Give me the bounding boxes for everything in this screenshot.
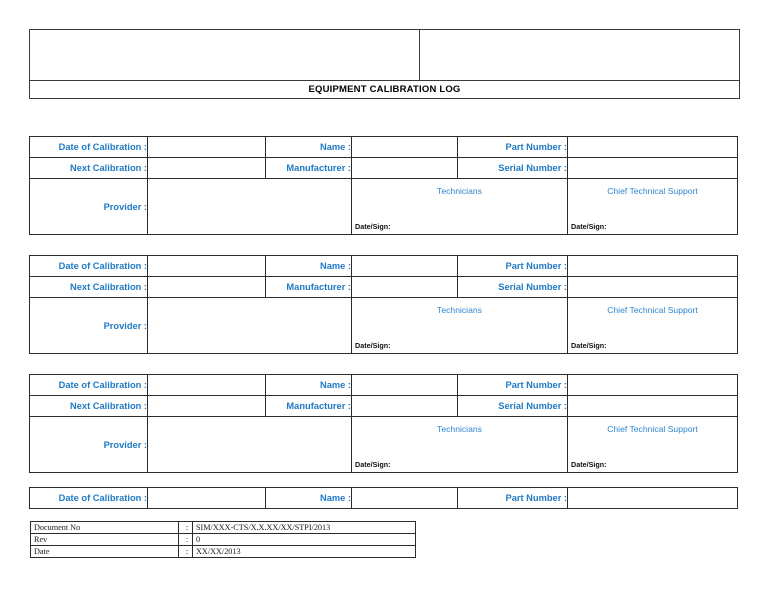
chief-date-sign-label: Date/Sign: <box>571 459 607 469</box>
doc-info-row-document-no: Document No : SIM/XXX-CTS/X.X.XX/XX/STPI… <box>30 521 416 534</box>
calibration-block-2: Date of Calibration : Name : Part Number… <box>29 255 738 354</box>
field-serial-number[interactable] <box>567 157 738 179</box>
field-part-number[interactable] <box>567 487 738 509</box>
doc-info-label-rev: Rev <box>30 533 179 546</box>
label-part-number: Part Number : <box>457 374 568 396</box>
label-serial-number: Serial Number : <box>457 276 568 298</box>
calibration-block-1: Date of Calibration : Name : Part Number… <box>29 136 738 235</box>
signature-block-technicians[interactable]: Technicians Date/Sign: <box>351 178 568 235</box>
label-part-number: Part Number : <box>457 136 568 158</box>
calibration-block-4-partial: Date of Calibration : Name : Part Number… <box>29 487 738 509</box>
technicians-heading: Technicians <box>437 185 482 196</box>
field-provider[interactable] <box>147 416 352 473</box>
doc-info-value-document-no: SIM/XXX-CTS/X.X.XX/XX/STPI/2013 <box>192 521 416 534</box>
field-manufacturer[interactable] <box>351 276 458 298</box>
field-part-number[interactable] <box>567 255 738 277</box>
label-provider: Provider : <box>29 178 148 235</box>
doc-info-label-date: Date <box>30 545 179 558</box>
doc-info-value-rev: 0 <box>192 533 416 546</box>
label-provider: Provider : <box>29 416 148 473</box>
field-name[interactable] <box>351 487 458 509</box>
label-name: Name : <box>265 374 352 396</box>
doc-info-colon: : <box>178 545 193 558</box>
chief-technical-support-heading: Chief Technical Support <box>607 423 698 434</box>
signature-block-technicians[interactable]: Technicians Date/Sign: <box>351 297 568 354</box>
label-serial-number: Serial Number : <box>457 395 568 417</box>
doc-info-row-date: Date : XX/XX/2013 <box>30 545 416 558</box>
doc-info-value-date: XX/XX/2013 <box>192 545 416 558</box>
header-logo-row <box>29 29 740 81</box>
doc-info-row-rev: Rev : 0 <box>30 533 416 546</box>
technicians-heading: Technicians <box>437 423 482 434</box>
document-info-table: Document No : SIM/XXX-CTS/X.X.XX/XX/STPI… <box>30 521 416 558</box>
field-next-calibration[interactable] <box>147 276 266 298</box>
header-logo-left-cell <box>29 29 420 81</box>
label-manufacturer: Manufacturer : <box>265 395 352 417</box>
label-next-calibration: Next Calibration : <box>29 395 148 417</box>
table-row: Date of Calibration : Name : Part Number… <box>29 136 738 158</box>
table-row: Date of Calibration : Name : Part Number… <box>29 487 738 509</box>
field-next-calibration[interactable] <box>147 395 266 417</box>
label-name: Name : <box>265 255 352 277</box>
table-row: Date of Calibration : Name : Part Number… <box>29 255 738 277</box>
signature-block-chief-technical-support[interactable]: Chief Technical Support Date/Sign: <box>567 416 738 473</box>
field-manufacturer[interactable] <box>351 157 458 179</box>
header-logo-right-cell <box>419 29 740 81</box>
calibration-block-3: Date of Calibration : Name : Part Number… <box>29 374 738 473</box>
table-row: Next Calibration : Manufacturer : Serial… <box>29 395 738 417</box>
technicians-date-sign-label: Date/Sign: <box>355 340 391 350</box>
doc-info-colon: : <box>178 521 193 534</box>
field-name[interactable] <box>351 374 458 396</box>
label-manufacturer: Manufacturer : <box>265 276 352 298</box>
chief-date-sign-label: Date/Sign: <box>571 221 607 231</box>
label-name: Name : <box>265 487 352 509</box>
field-date-of-calibration[interactable] <box>147 374 266 396</box>
label-serial-number: Serial Number : <box>457 157 568 179</box>
signature-block-chief-technical-support[interactable]: Chief Technical Support Date/Sign: <box>567 297 738 354</box>
label-date-of-calibration: Date of Calibration : <box>29 136 148 158</box>
field-date-of-calibration[interactable] <box>147 255 266 277</box>
field-serial-number[interactable] <box>567 276 738 298</box>
field-provider[interactable] <box>147 178 352 235</box>
field-date-of-calibration[interactable] <box>147 487 266 509</box>
table-row: Date of Calibration : Name : Part Number… <box>29 374 738 396</box>
label-next-calibration: Next Calibration : <box>29 276 148 298</box>
page-title: EQUIPMENT CALIBRATION LOG <box>29 80 740 99</box>
field-part-number[interactable] <box>567 374 738 396</box>
field-date-of-calibration[interactable] <box>147 136 266 158</box>
label-provider: Provider : <box>29 297 148 354</box>
chief-date-sign-label: Date/Sign: <box>571 340 607 350</box>
field-provider[interactable] <box>147 297 352 354</box>
chief-technical-support-heading: Chief Technical Support <box>607 185 698 196</box>
field-next-calibration[interactable] <box>147 157 266 179</box>
signature-block-technicians[interactable]: Technicians Date/Sign: <box>351 416 568 473</box>
label-part-number: Part Number : <box>457 255 568 277</box>
label-date-of-calibration: Date of Calibration : <box>29 255 148 277</box>
field-manufacturer[interactable] <box>351 395 458 417</box>
label-manufacturer: Manufacturer : <box>265 157 352 179</box>
label-date-of-calibration: Date of Calibration : <box>29 374 148 396</box>
table-row: Next Calibration : Manufacturer : Serial… <box>29 276 738 298</box>
label-name: Name : <box>265 136 352 158</box>
label-part-number: Part Number : <box>457 487 568 509</box>
table-row-provider: Provider : Technicians Date/Sign: Chief … <box>29 297 738 354</box>
document-header-table: EQUIPMENT CALIBRATION LOG <box>29 29 740 99</box>
label-date-of-calibration: Date of Calibration : <box>29 487 148 509</box>
field-name[interactable] <box>351 255 458 277</box>
technicians-heading: Technicians <box>437 304 482 315</box>
technicians-date-sign-label: Date/Sign: <box>355 459 391 469</box>
doc-info-label-document-no: Document No <box>30 521 179 534</box>
table-row-provider: Provider : Technicians Date/Sign: Chief … <box>29 416 738 473</box>
technicians-date-sign-label: Date/Sign: <box>355 221 391 231</box>
field-serial-number[interactable] <box>567 395 738 417</box>
chief-technical-support-heading: Chief Technical Support <box>607 304 698 315</box>
signature-block-chief-technical-support[interactable]: Chief Technical Support Date/Sign: <box>567 178 738 235</box>
label-next-calibration: Next Calibration : <box>29 157 148 179</box>
field-name[interactable] <box>351 136 458 158</box>
table-row: Next Calibration : Manufacturer : Serial… <box>29 157 738 179</box>
header-title-row: EQUIPMENT CALIBRATION LOG <box>29 80 740 99</box>
table-row-provider: Provider : Technicians Date/Sign: Chief … <box>29 178 738 235</box>
doc-info-colon: : <box>178 533 193 546</box>
field-part-number[interactable] <box>567 136 738 158</box>
